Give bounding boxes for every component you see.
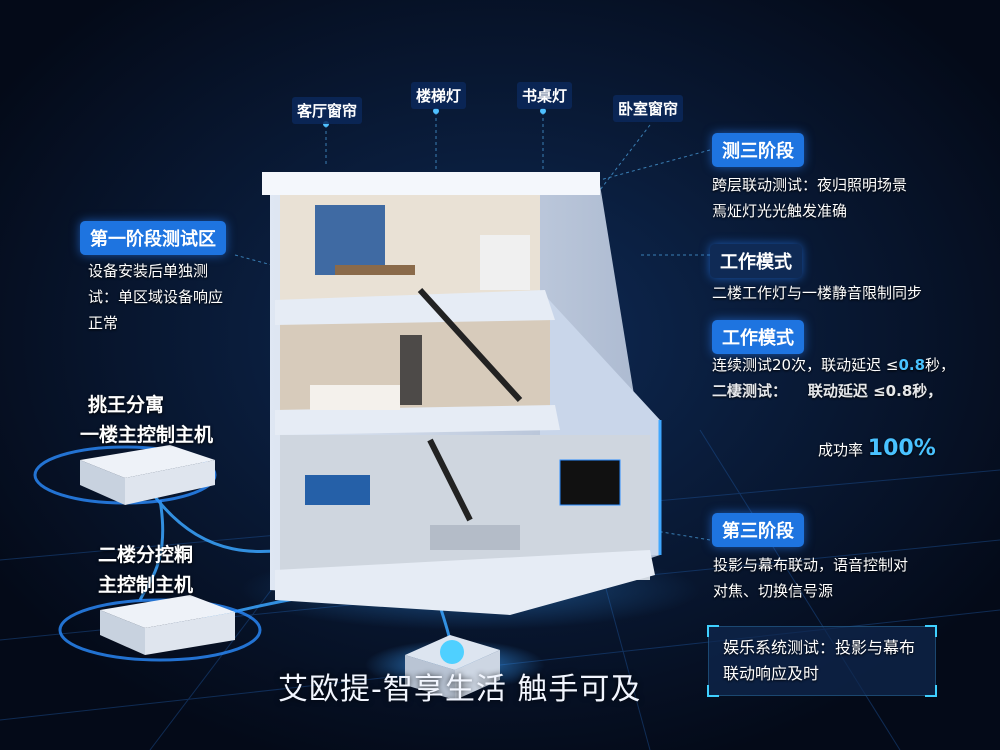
device-hub: [365, 635, 545, 700]
bed: [310, 385, 400, 410]
desc-line: 焉炡灯光光触发准确: [712, 202, 848, 220]
tv: [559, 459, 621, 506]
text: 秒，: [925, 356, 956, 374]
device-1f-label: 挑王分寓 一楼主控制主机: [80, 390, 213, 450]
monitors: [305, 475, 370, 505]
success-rate: 成功率 100%: [818, 436, 936, 463]
desc-line: 联动响应及时: [723, 664, 820, 683]
test-line-1: 连续测试20次，联动延迟 ≤0.8秒，: [712, 352, 955, 378]
device-label-line: 挑王分寓: [88, 394, 165, 416]
desk: [335, 265, 415, 275]
device-2f-label: 二楼分控粡 主控制主机: [98, 540, 193, 600]
stage1-line: 设备安装后单独测: [88, 262, 209, 280]
floor-slab-2: [275, 290, 555, 325]
house-cutaway: [262, 172, 662, 615]
test-line-2: 二棲测试： 联动延迟 ≤0.8秒，: [712, 382, 943, 400]
shelf: [480, 235, 530, 290]
work-mode-title-2: 工作模式: [712, 320, 804, 354]
desc-line: 跨层联动测试：夜归照明场景: [712, 176, 908, 194]
success-label: 成功率: [818, 441, 864, 459]
label-bedroom-curtain: 卧室窗帘: [613, 95, 684, 122]
staircase: [417, 287, 523, 522]
stage3-cross-floor-title: 测三阶段: [712, 133, 804, 167]
ground-slab: [275, 550, 655, 615]
footer-slogan: 艾欧提-智享生活 触手可及: [278, 672, 642, 707]
door: [400, 335, 422, 405]
stage1-title: 第一阶段测试区: [80, 221, 226, 255]
work-mode-desc-1: 二楼工作灯与一楼静音限制同步: [712, 284, 923, 302]
success-value: 100%: [867, 436, 936, 461]
label-living-room-curtain: 客厅窗帘: [292, 97, 363, 124]
desc-line: 对焦、切换信号源: [713, 582, 834, 600]
stage3-desc: 投影与幕布联动，语音控制对 对焦、切换信号源: [713, 552, 908, 604]
entertainment-test-desc: 娱乐系统测试：投影与幕布 联动响应及时: [723, 635, 915, 687]
floor-slab-1: [275, 405, 560, 435]
delay-value: 0.8: [898, 356, 926, 374]
stage1-line: 正常: [88, 314, 119, 332]
device-label-line: 二楼分控粡: [98, 544, 194, 566]
roof-slab: [262, 172, 600, 195]
desc-line: 投影与幕布联动，语音控制对: [713, 556, 909, 574]
desc-line: 娱乐系统测试：投影与幕布: [723, 638, 916, 657]
label-stair-light: 楼梯灯: [411, 82, 467, 109]
label-desk-lamp: 书桌灯: [517, 82, 573, 109]
device-1f-controller: [33, 445, 217, 505]
stage3-cross-floor-desc: 跨层联动测试：夜归照明场景 焉炡灯光光触发准确: [712, 172, 907, 224]
work-mode-title-1: 工作模式: [710, 244, 802, 278]
stage3-title: 第三阶段: [712, 513, 804, 547]
device-2f-controller: [58, 595, 262, 662]
device-label-line: 一楼主控制主机: [80, 424, 214, 446]
text: 连续测试20次，联动延迟 ≤: [712, 356, 899, 374]
sofa: [430, 525, 520, 550]
stage1-line: 试：单区域设备响应: [88, 288, 224, 306]
device-label-line: 主控制主机: [98, 574, 194, 596]
work-mode-desc-2: 连续测试20次，联动延迟 ≤0.8秒， 二棲测试： 联动延迟 ≤0.8秒，: [712, 352, 955, 404]
entertainment-test-box: 娱乐系统测试：投影与幕布 联动响应及时: [707, 625, 937, 697]
stage1-desc: 设备安装后单独测 试：单区域设备响应 正常: [88, 258, 223, 336]
window: [315, 205, 385, 275]
